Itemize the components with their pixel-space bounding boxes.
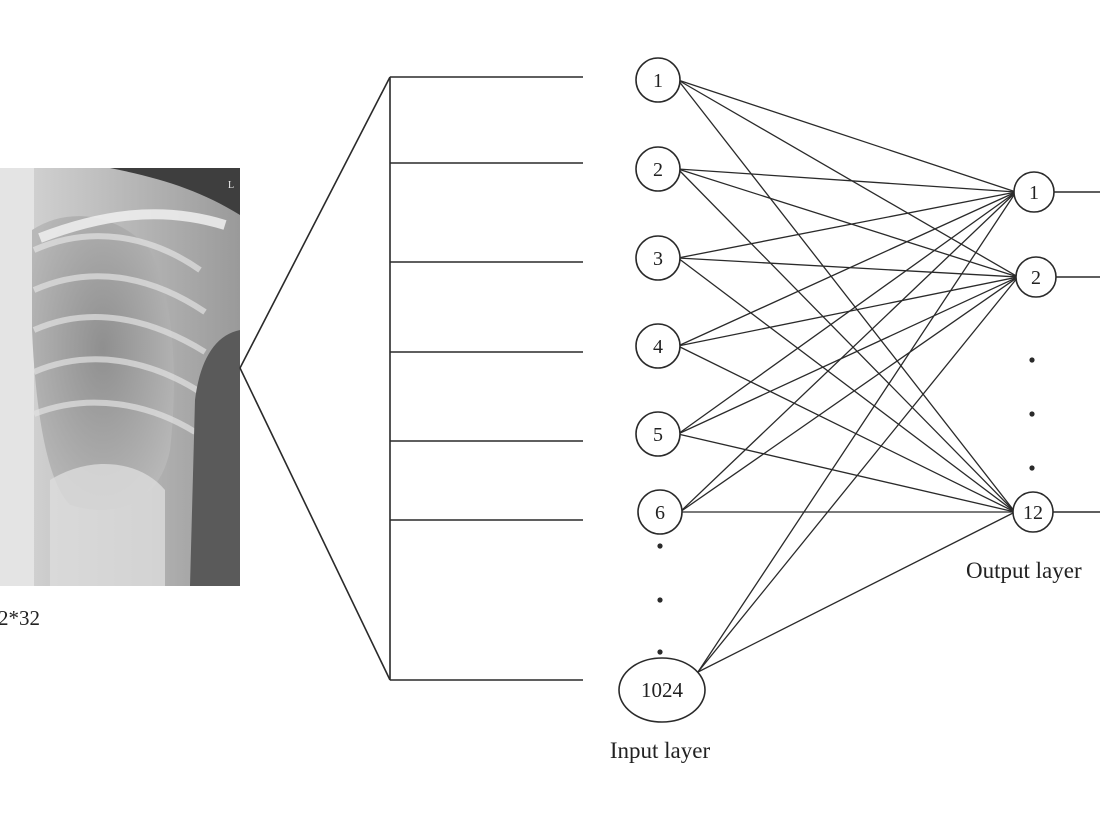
output-node-circle [1012, 491, 1054, 533]
output-node-circle [1015, 256, 1057, 298]
input-node-label: 4 [653, 336, 663, 358]
ellipsis-dot [1029, 411, 1035, 417]
input-node-label: 3 [653, 248, 663, 270]
input-node-circle [618, 657, 706, 723]
fan-line-bottom [239, 367, 391, 681]
image-caption: 2*32 [0, 606, 40, 630]
input-node-circle [635, 235, 681, 281]
output-node: 1 [1013, 171, 1055, 213]
connection-line [677, 168, 1019, 278]
input-node-circle [637, 489, 683, 535]
output-layer-label: Output layer [966, 558, 1082, 583]
input-node: 6 [637, 489, 683, 535]
input-fan-lines [239, 76, 391, 681]
input-node: 4 [635, 323, 681, 369]
chest-xray-image: L [0, 168, 240, 586]
output-node: 2 [1015, 256, 1057, 298]
connection-line [677, 191, 1017, 347]
input-node: 2 [635, 146, 681, 192]
connection-line [679, 191, 1017, 513]
input-node-circle [635, 57, 681, 103]
connection-line [677, 168, 1016, 513]
input-node-label: 1024 [641, 678, 684, 702]
output-node-label: 12 [1023, 502, 1043, 524]
input-node-label: 2 [653, 159, 663, 181]
connection-line [677, 433, 1016, 513]
input-node-label: 5 [653, 424, 663, 446]
connection-line [677, 276, 1019, 435]
input-node-label: 6 [655, 502, 665, 524]
input-node-circle [635, 323, 681, 369]
connection-line [677, 191, 1017, 259]
input-node-circle [635, 411, 681, 457]
output-node-label: 2 [1031, 267, 1041, 289]
fan-line-top [239, 76, 391, 369]
connection-line [697, 276, 1019, 673]
connection-line [677, 168, 1017, 193]
input-node-circle [635, 146, 681, 192]
input-layer-label: Input layer [610, 738, 711, 763]
svg-text:L: L [228, 180, 234, 191]
connection-line [679, 276, 1019, 513]
connection-line [677, 257, 1016, 513]
connection-line [677, 345, 1016, 513]
output-node-circle [1013, 171, 1055, 213]
connection-line [677, 79, 1017, 193]
output-lines [1053, 191, 1100, 513]
input-node: 5 [635, 411, 681, 457]
output-node-label: 1 [1029, 182, 1039, 204]
connection-line [677, 191, 1017, 435]
ellipsis-dots [657, 357, 1035, 655]
ellipsis-dot [657, 649, 663, 655]
ellipsis-dot [657, 597, 663, 603]
ellipsis-dot [1029, 465, 1035, 471]
input-node: 3 [635, 235, 681, 281]
input-node: 1024 [618, 657, 706, 723]
connection-line [677, 79, 1016, 513]
connection-lines [677, 79, 1019, 673]
output-node: 12 [1012, 491, 1054, 533]
connection-line [697, 511, 1016, 673]
input-layer-nodes: 1 2 3 4 5 6 1024 [618, 57, 706, 723]
connection-line [697, 191, 1017, 673]
input-feed-lines [389, 76, 583, 681]
ellipsis-dot [657, 543, 663, 549]
input-node: 1 [635, 57, 681, 103]
input-node-label: 1 [653, 70, 663, 92]
ellipsis-dot [1029, 357, 1035, 363]
